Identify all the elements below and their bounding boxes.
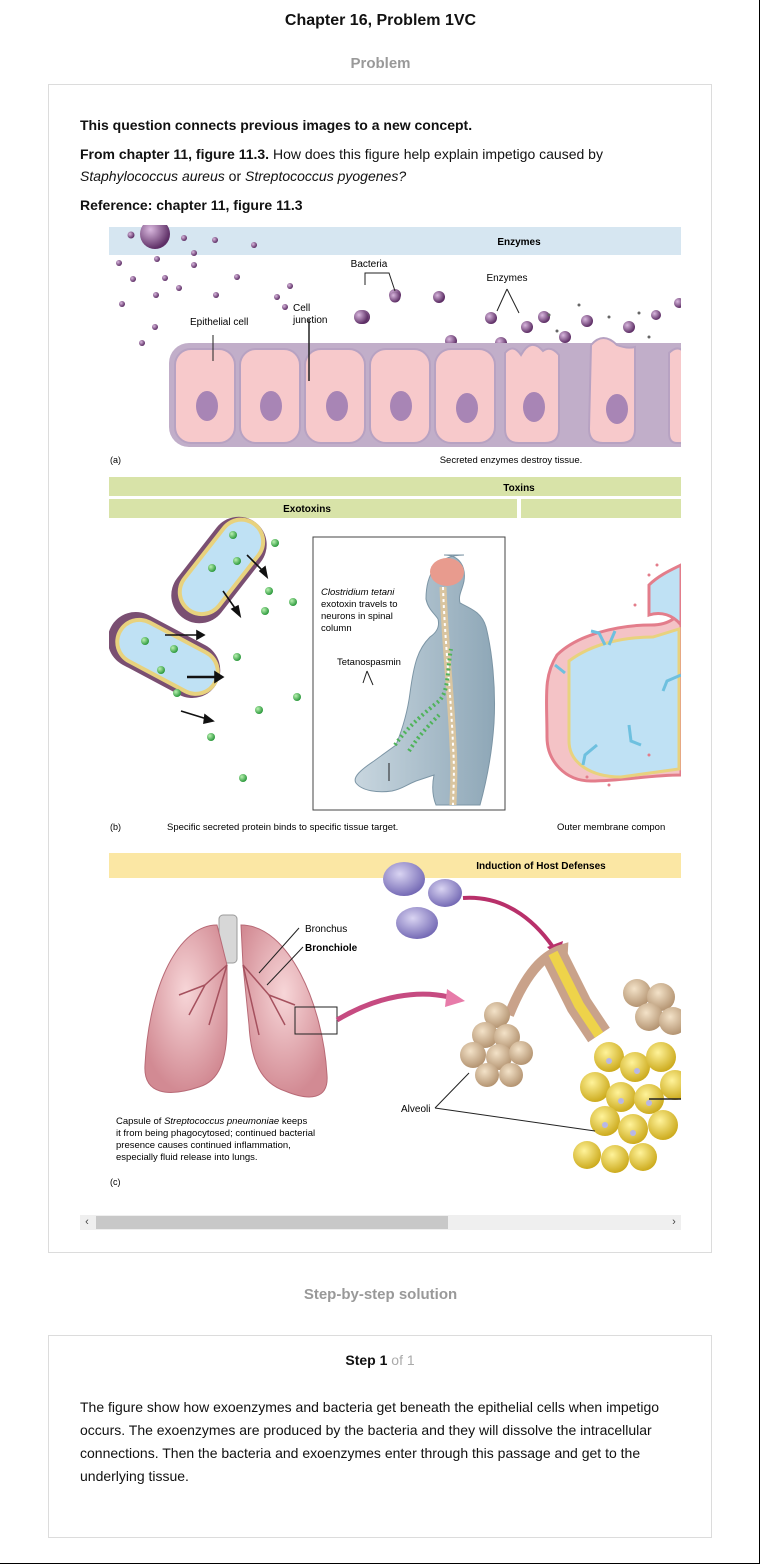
step-number: 1 xyxy=(379,1352,388,1368)
tetanospasmin-label: Tetanospasmin xyxy=(337,657,401,668)
scroll-right-icon[interactable]: › xyxy=(672,1216,676,1228)
secretion-arrows xyxy=(165,554,269,725)
lungs xyxy=(144,914,338,1098)
question-or: or xyxy=(224,168,245,184)
problem-header: Problem xyxy=(350,55,411,72)
page-title: Chapter 16, Problem 1VC xyxy=(284,12,477,29)
question-ask: How does this figure help explain impeti… xyxy=(269,146,603,162)
solution-card: Step 1 of 1 The figure show how exoenzym… xyxy=(48,1335,712,1538)
rod-bacterium-1 xyxy=(171,516,267,624)
toxins-banner-label: Toxins xyxy=(503,483,535,494)
phagocytes xyxy=(383,862,462,939)
question-intro: This question connects previous images t… xyxy=(80,117,473,133)
organism-2: Streptococcus pyogenes? xyxy=(245,168,407,184)
horizontal-scrollbar[interactable]: ‹ › xyxy=(80,1215,681,1230)
cell-junction-label-2: junction xyxy=(292,315,327,326)
scroll-left-icon[interactable]: ‹ xyxy=(85,1216,89,1228)
epithelial-cell-label: Epithelial cell xyxy=(190,317,248,328)
panel-c-label: (c) xyxy=(110,1177,121,1187)
step-total: of 1 xyxy=(391,1352,415,1368)
panel-c-caption-line-3: presence causes continued inflammation, xyxy=(116,1140,291,1151)
panel-c-caption-line-4: especially fluid release into lungs. xyxy=(116,1152,258,1163)
bacteria-label: Bacteria xyxy=(351,259,388,270)
answer-text: The figure show how exoenzymes and bacte… xyxy=(80,1399,660,1484)
epithelial-cell-row xyxy=(169,337,681,447)
gram-negative-cell xyxy=(544,563,681,787)
toxins-banner xyxy=(109,477,681,496)
inset-line-1: Clostridium tetani xyxy=(321,587,395,598)
inset-line-4: column xyxy=(321,623,352,634)
bronchiole-label: Bronchiole xyxy=(305,943,358,954)
alveoli-cluster xyxy=(460,942,681,1173)
exotoxin-particles xyxy=(141,531,301,782)
panel-b-label: (b) xyxy=(110,822,121,832)
inset-line-3: neurons in spinal xyxy=(321,611,393,622)
enzymes-banner-label: Enzymes xyxy=(497,237,541,248)
solution-header: Step-by-step solution xyxy=(303,1286,458,1303)
panel-c-caption-line-2: it from being phagocytosed; continued ba… xyxy=(116,1128,315,1139)
bronchus-label: Bronchus xyxy=(305,924,347,935)
alveoli-label: Alveoli xyxy=(401,1104,430,1115)
panel-b-caption: Specific secreted protein binds to speci… xyxy=(167,822,398,833)
enzymes-label: Enzymes xyxy=(486,273,527,284)
organism-1: Staphylococcus aureus xyxy=(80,168,225,184)
panel-a-label: (a) xyxy=(110,455,121,465)
cell-junction-label-1: Cell xyxy=(293,303,310,314)
step-label: Step xyxy=(345,1352,376,1368)
panel-c-caption-line-1: Capsule of Streptococcus pneumoniae keep… xyxy=(116,1116,307,1127)
problem-card: This question connects previous images t… xyxy=(48,84,712,1253)
tetanus-inset: Clostridium tetani exotoxin travels to n… xyxy=(312,536,506,811)
exotoxins-banner xyxy=(109,499,517,518)
question-text: From chapter 11, figure 11.3. How does t… xyxy=(80,143,680,187)
bacteria-cluster xyxy=(354,291,445,324)
panel-b-caption-right: Outer membrane compon xyxy=(557,822,665,833)
host-defenses-banner-label: Induction of Host Defenses xyxy=(476,861,606,872)
exotoxins-banner-label: Exotoxins xyxy=(283,504,331,515)
reference-line: Reference: chapter 11, figure 11.3 xyxy=(80,197,303,213)
inset-line-2: exotoxin travels to xyxy=(321,599,398,610)
figure-11-3: Enzymes xyxy=(109,225,681,1187)
question-ref: From chapter 11, figure 11.3. xyxy=(80,146,270,162)
panel-a-caption: Secreted enzymes destroy tissue. xyxy=(440,455,583,466)
enzymes-banner xyxy=(109,227,681,255)
step-indicator: Step 1 of 1 xyxy=(49,1352,711,1368)
scrollbar-thumb[interactable] xyxy=(96,1216,448,1229)
